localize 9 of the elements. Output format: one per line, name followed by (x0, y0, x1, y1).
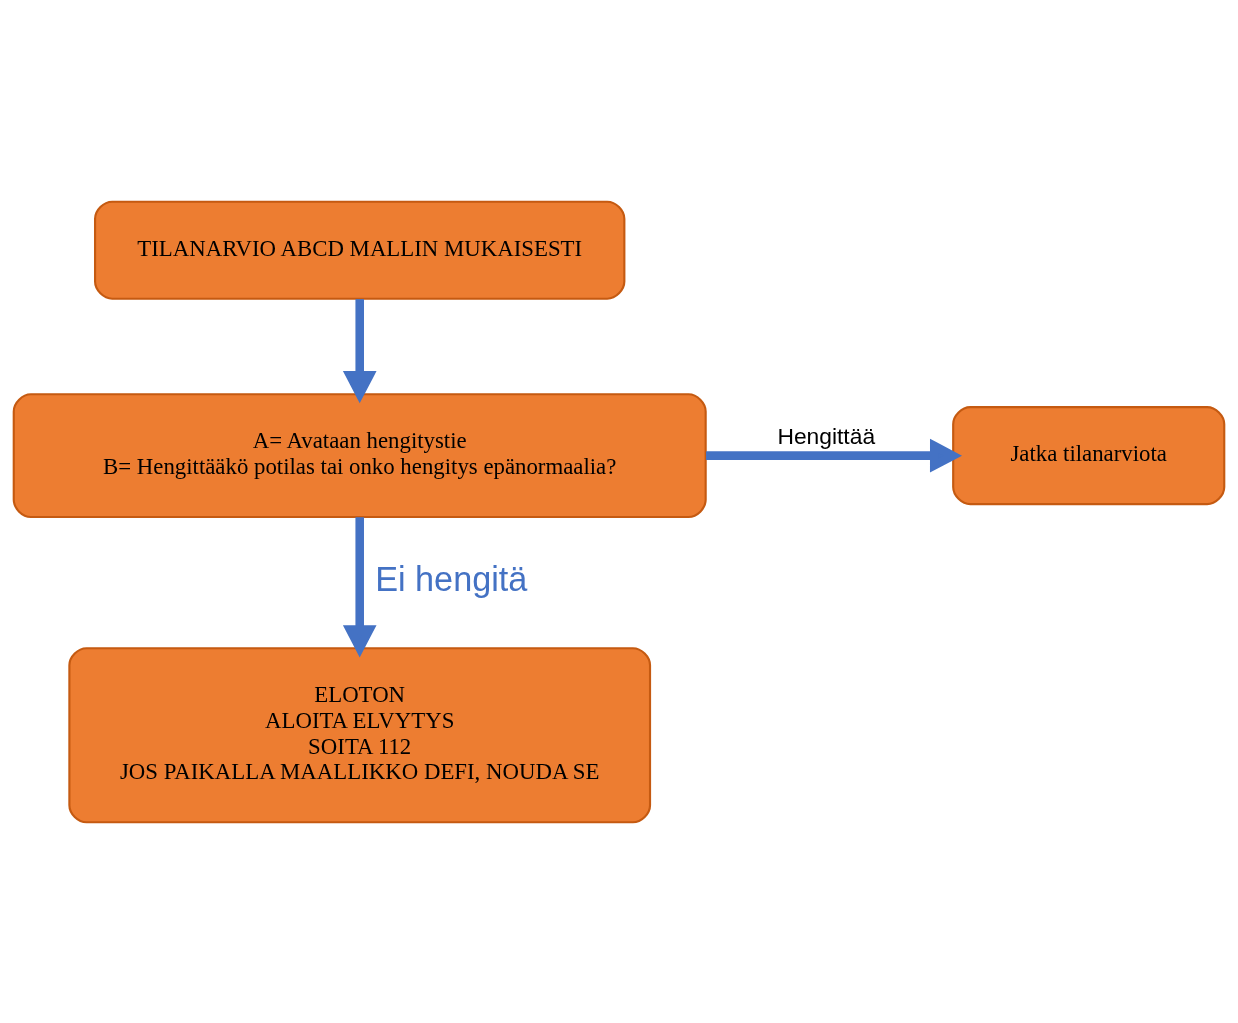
edge-label: Ei hengitä (375, 559, 528, 598)
arrow (342, 298, 377, 403)
node-box: ELOTON ALOITA ELVYTYS SOITA 112 JOS PAIKALLA MAALLIKKO DEFI, NOUDA SE (68, 646, 652, 823)
node-box: Jatka tilanarviota (952, 405, 1226, 505)
edge-label: Hengittää (777, 422, 876, 449)
node-box: A= Avataan hengitystie B= Hengittääkö potilas tai onko hengitys epänormaalia? (12, 392, 707, 518)
node-box: TILANARVIO ABCD MALLIN MUKAISESTI (94, 200, 626, 300)
arrow (342, 516, 377, 657)
arrow (706, 438, 963, 472)
